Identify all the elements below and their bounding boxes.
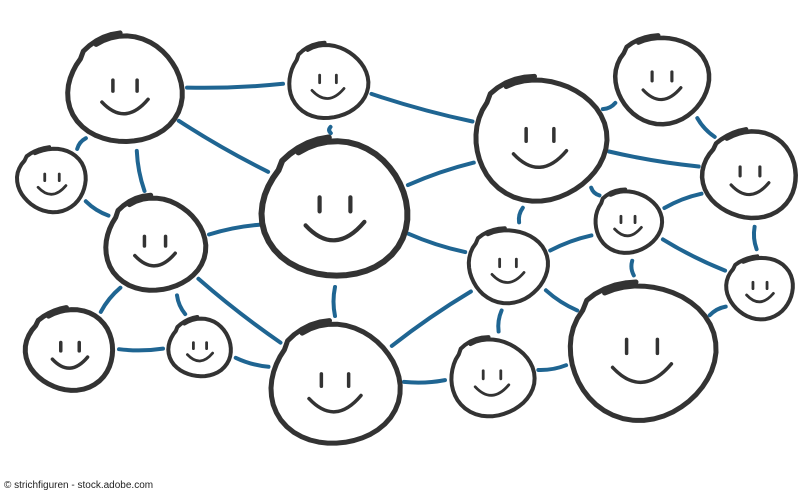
face-outline — [287, 40, 371, 120]
smiley-face — [166, 315, 233, 379]
face-outline — [567, 279, 719, 423]
face-smile — [473, 383, 511, 397]
connection-line — [707, 304, 728, 318]
face-outline — [258, 134, 411, 279]
connection-line — [196, 276, 283, 345]
connection-line — [536, 363, 569, 373]
face-smile — [641, 86, 683, 102]
face-smile — [729, 181, 771, 197]
smiley-face — [449, 335, 537, 419]
connection-line — [600, 100, 618, 112]
smiley-face — [103, 192, 209, 293]
connection-line — [389, 289, 473, 348]
connection-line — [406, 231, 468, 255]
face-smile — [186, 351, 214, 363]
connection-line — [548, 233, 594, 253]
connection-line — [751, 224, 759, 252]
connection-line — [589, 185, 602, 198]
face-outline — [612, 33, 712, 127]
face-outline — [268, 318, 403, 446]
connection-line — [233, 355, 271, 369]
connection-line — [117, 346, 165, 353]
face-outline — [103, 192, 209, 293]
smiley-face — [22, 305, 116, 393]
face-smile — [303, 219, 367, 243]
face-outline — [65, 30, 185, 144]
face-smile — [511, 148, 569, 169]
smiley-face — [612, 33, 712, 127]
connection-line — [176, 118, 271, 174]
face-smile — [490, 271, 526, 284]
connection-line — [207, 222, 262, 237]
smiley-face — [473, 73, 610, 204]
connection-line — [496, 308, 504, 334]
connection-line — [629, 258, 636, 278]
face-outline — [166, 315, 233, 379]
connection-line — [516, 205, 525, 225]
connection-line — [543, 288, 580, 313]
face-outline — [724, 254, 795, 322]
smiley-face — [699, 127, 798, 221]
smiley-face — [65, 30, 185, 144]
connection-line — [405, 160, 476, 188]
face-smile — [133, 251, 177, 268]
connection-line — [185, 81, 285, 90]
face-outline — [466, 226, 550, 306]
face-outline — [473, 73, 610, 204]
face-outline — [593, 187, 665, 255]
image-credit: © strichfiguren - stock.adobe.com — [4, 480, 154, 491]
face-outline — [699, 127, 798, 221]
smiley-face — [258, 134, 411, 279]
smiley-face — [724, 254, 795, 322]
connection-line — [327, 124, 333, 136]
connection-line — [695, 116, 717, 139]
connection-lines — [75, 81, 759, 385]
connection-line — [662, 191, 704, 210]
face-smile — [613, 226, 643, 238]
connection-line — [401, 378, 447, 385]
face-smile — [50, 355, 90, 370]
face-smile — [307, 393, 363, 414]
connection-line — [134, 148, 147, 193]
smiley-face — [287, 40, 371, 120]
smiley-face — [567, 279, 719, 423]
connection-line — [369, 91, 475, 124]
face-smile — [610, 362, 674, 385]
face-smile — [745, 292, 775, 304]
smiley-face — [268, 318, 403, 446]
connection-line — [98, 285, 123, 314]
smiley-faces — [15, 30, 798, 446]
connection-line — [660, 237, 728, 273]
smiley-face — [466, 226, 550, 306]
face-outline — [15, 145, 88, 215]
connection-line — [607, 149, 701, 169]
connection-line — [83, 199, 111, 218]
smiley-face — [15, 145, 88, 215]
face-outline — [449, 335, 537, 419]
smiley-face — [593, 187, 665, 255]
face-outline — [22, 305, 116, 393]
face-smile — [36, 184, 68, 196]
face-smile — [100, 97, 150, 116]
connection-line — [75, 136, 88, 151]
face-smile — [310, 87, 346, 100]
connection-line — [331, 285, 337, 318]
connection-line — [175, 293, 188, 317]
